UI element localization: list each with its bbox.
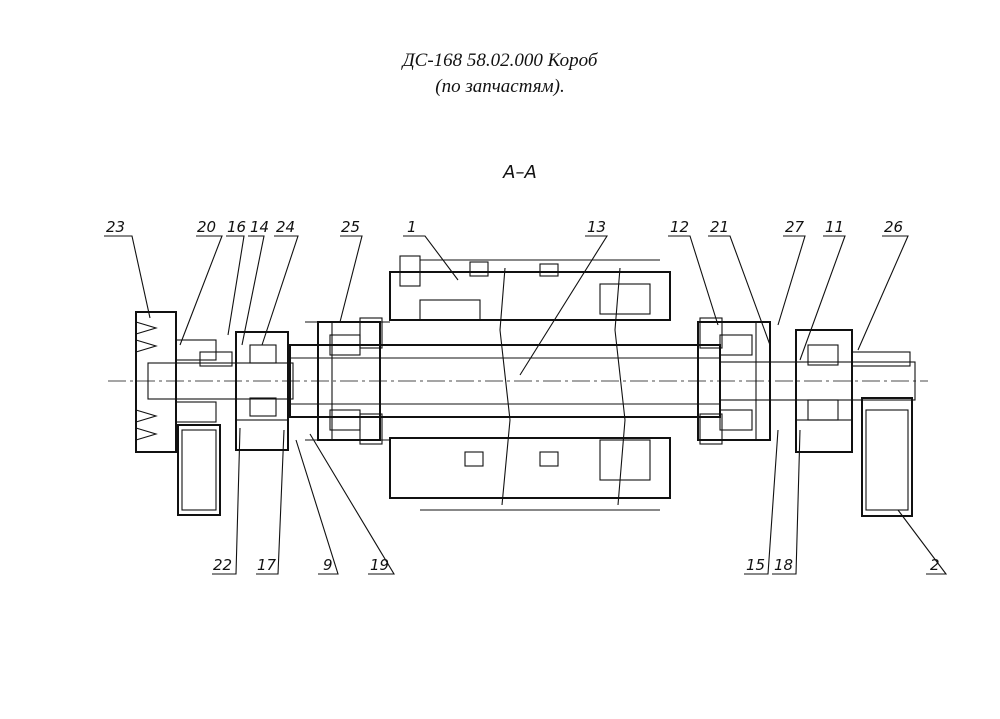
callout-14: 14 xyxy=(250,218,269,236)
callout-25: 25 xyxy=(341,218,360,236)
callout-19: 19 xyxy=(370,556,389,574)
callout-24: 24 xyxy=(276,218,295,236)
box-housing xyxy=(389,255,671,511)
callout-21: 21 xyxy=(710,218,729,236)
leaders-bottom xyxy=(212,427,948,575)
v-belt-pulley xyxy=(135,311,221,516)
left-outer-bearing xyxy=(199,331,289,451)
right-outer-bearing xyxy=(795,329,911,453)
callout-2: 2 xyxy=(930,556,940,574)
callout-20: 20 xyxy=(197,218,216,236)
callout-12: 12 xyxy=(670,218,689,236)
leaders-top xyxy=(104,235,909,376)
callout-9: 9 xyxy=(323,556,333,574)
callout-18: 18 xyxy=(774,556,793,574)
callout-17: 17 xyxy=(257,556,277,574)
callout-27: 27 xyxy=(785,218,805,236)
counterweight xyxy=(861,397,913,517)
callout-23: 23 xyxy=(106,218,125,236)
callout-13: 13 xyxy=(587,218,606,236)
callout-1: 1 xyxy=(407,218,417,236)
callout-16: 16 xyxy=(227,218,246,236)
left-bearing-assembly xyxy=(305,317,390,445)
callout-15: 15 xyxy=(746,556,765,574)
right-bearing-assembly xyxy=(697,317,771,445)
section-label: А–А xyxy=(503,162,537,183)
callout-11: 11 xyxy=(825,218,844,236)
callout-22: 22 xyxy=(213,556,232,574)
callout-26: 26 xyxy=(884,218,903,236)
drawing-title: ДС-168 58.02.000 Короб xyxy=(402,50,598,71)
drawing-subtitle: (по запчастям). xyxy=(435,76,565,97)
main-shaft xyxy=(147,344,916,418)
